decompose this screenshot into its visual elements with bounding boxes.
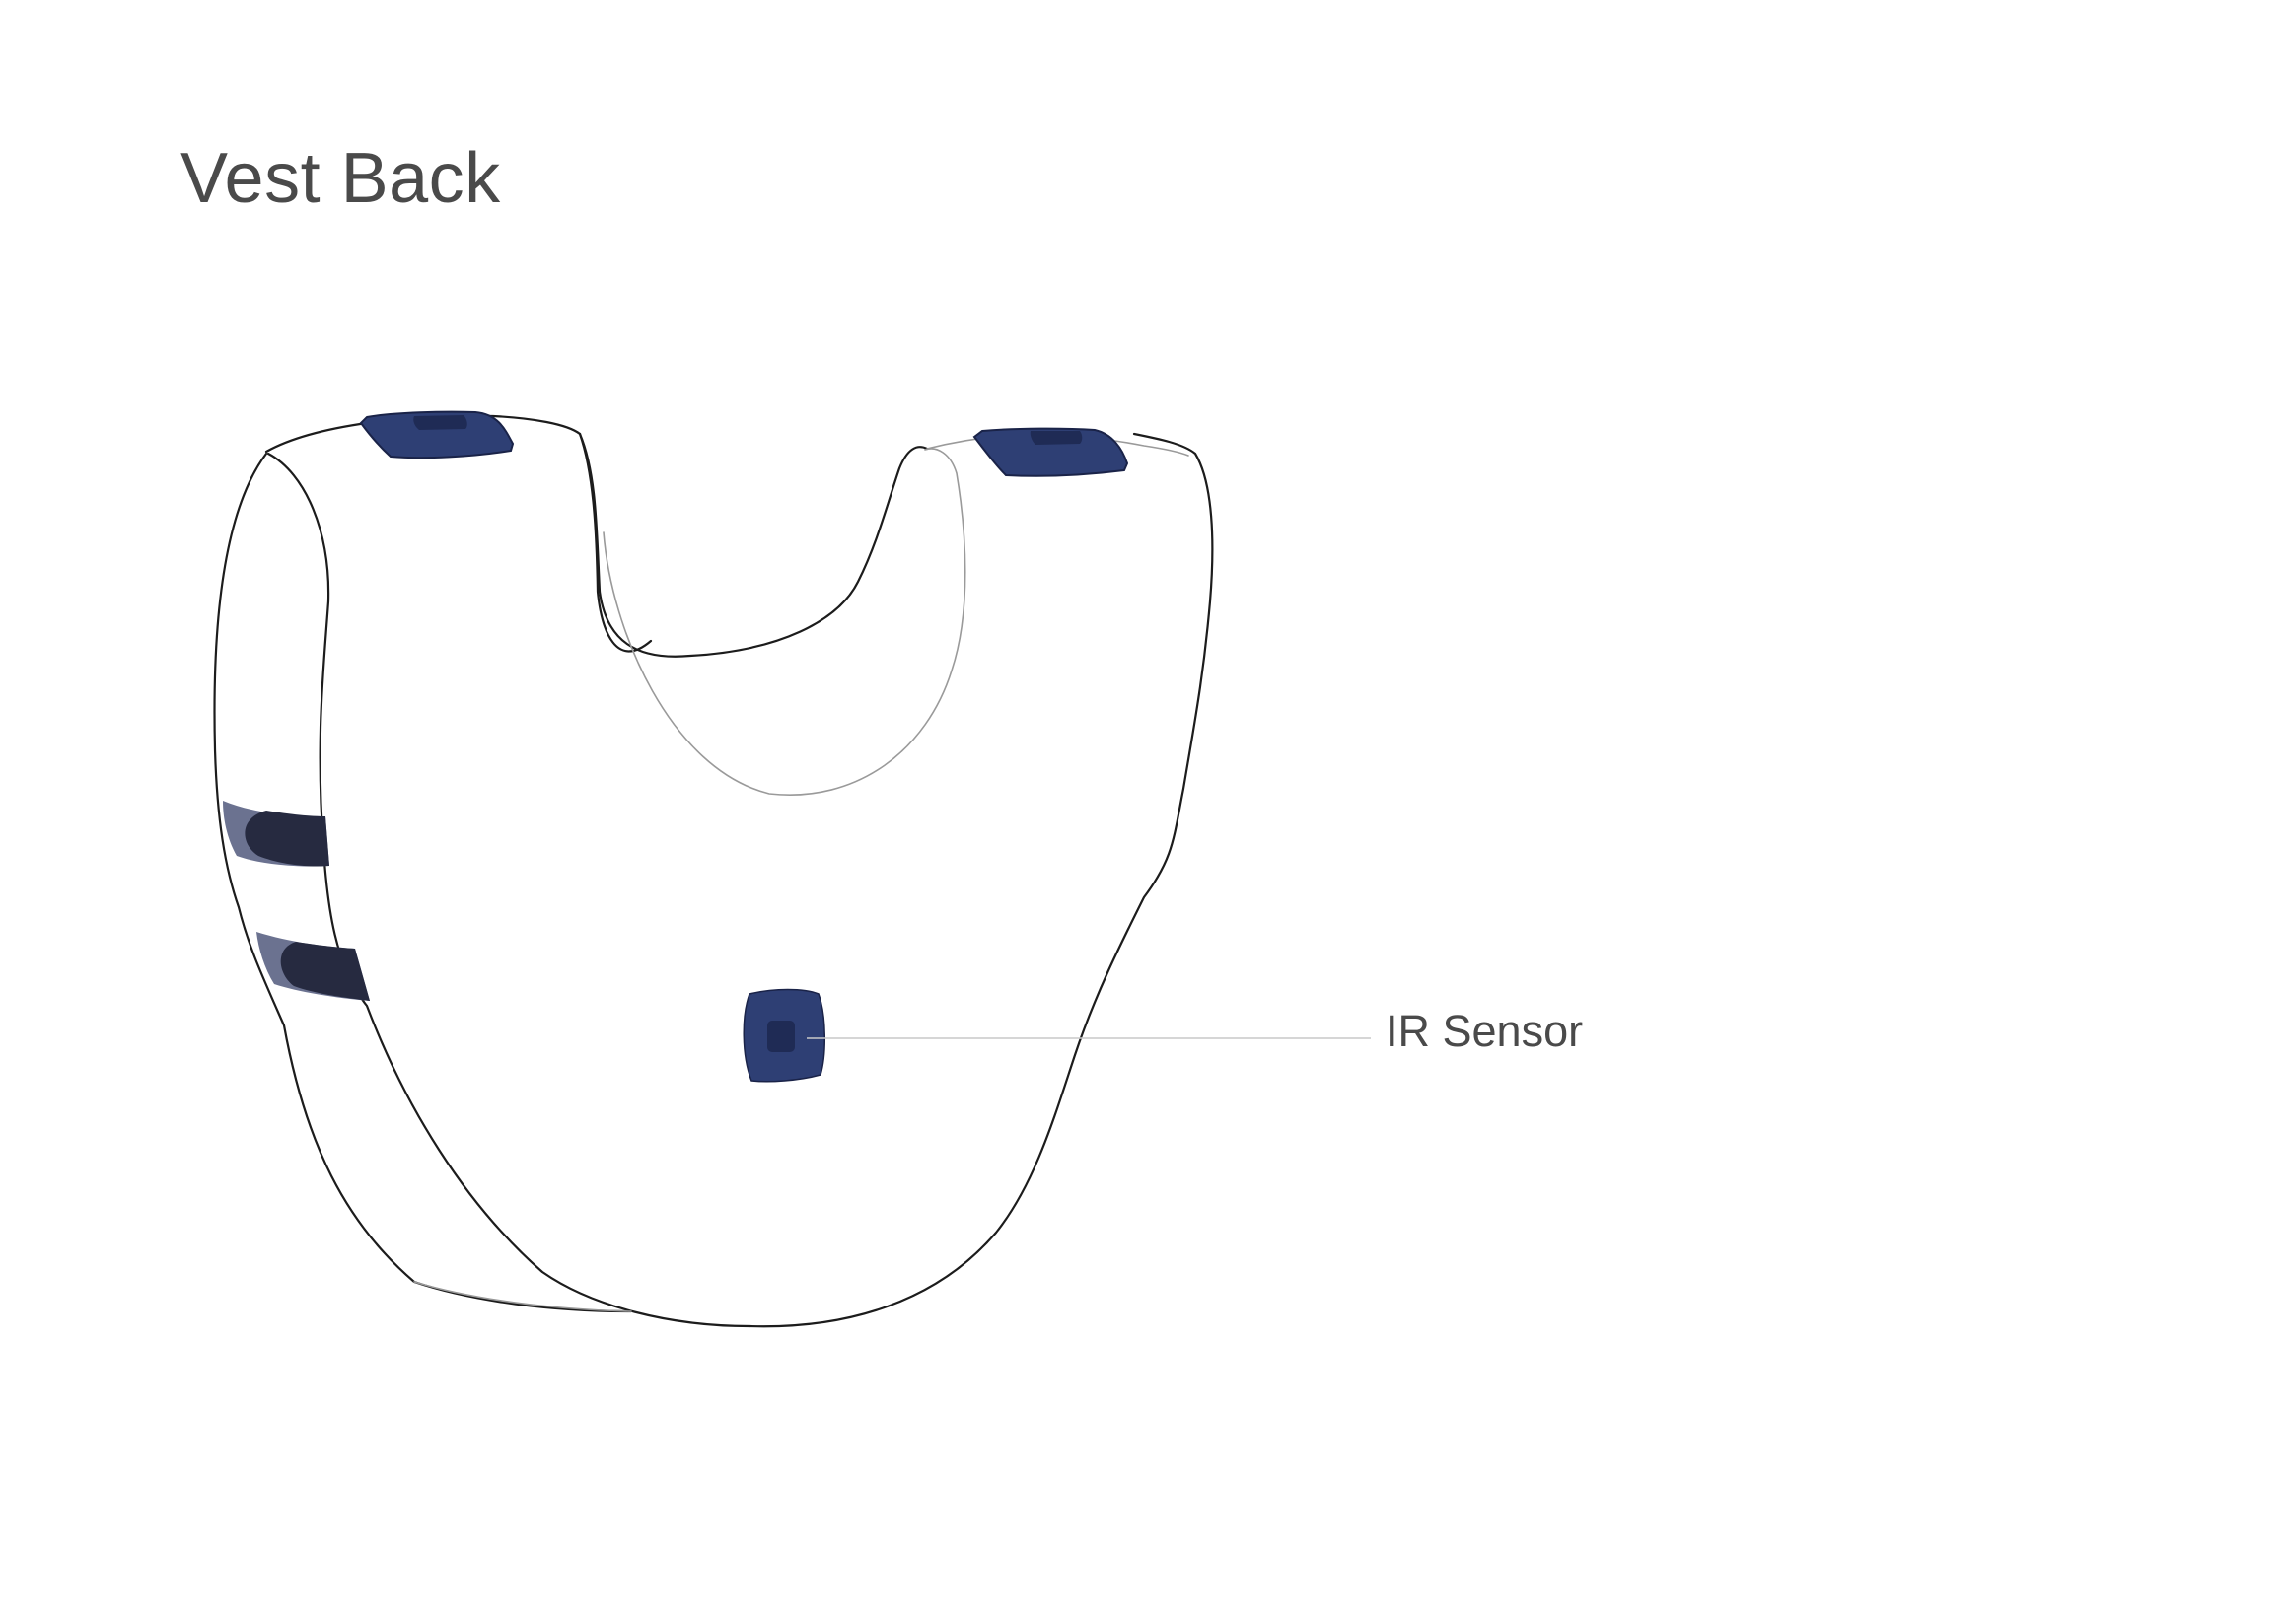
vest-neck-back-contour — [603, 448, 966, 796]
side-strap-lower — [256, 932, 370, 1001]
vest-neck-opening — [578, 432, 653, 653]
side-strap-upper — [223, 801, 329, 867]
vest-neck-curve — [578, 432, 929, 658]
vest-body — [213, 414, 1214, 1328]
side-strap-band — [245, 811, 329, 867]
shoulder-module-right — [972, 427, 1129, 477]
shoulder-module-inner — [1030, 431, 1083, 445]
shoulder-module-inner — [413, 415, 467, 430]
shoulder-module-icon — [359, 410, 515, 459]
ir-sensor-label: IR Sensor — [1386, 1006, 1584, 1056]
page-title: Vest Back — [180, 139, 501, 218]
vest-inner-contours — [413, 433, 1189, 1312]
vest-left-outer-edge — [213, 452, 633, 1313]
shoulder-module-left — [359, 410, 515, 459]
vest-bottom-hem — [748, 432, 1214, 1328]
vest-left-hem-contour — [413, 1281, 632, 1312]
vest-left-armhole-inner — [266, 452, 751, 1328]
shoulder-module-icon — [972, 427, 1129, 477]
side-strap-band — [280, 942, 370, 1001]
back-ir-sensor — [743, 988, 825, 1083]
ir-sensor-lens — [767, 1021, 795, 1052]
